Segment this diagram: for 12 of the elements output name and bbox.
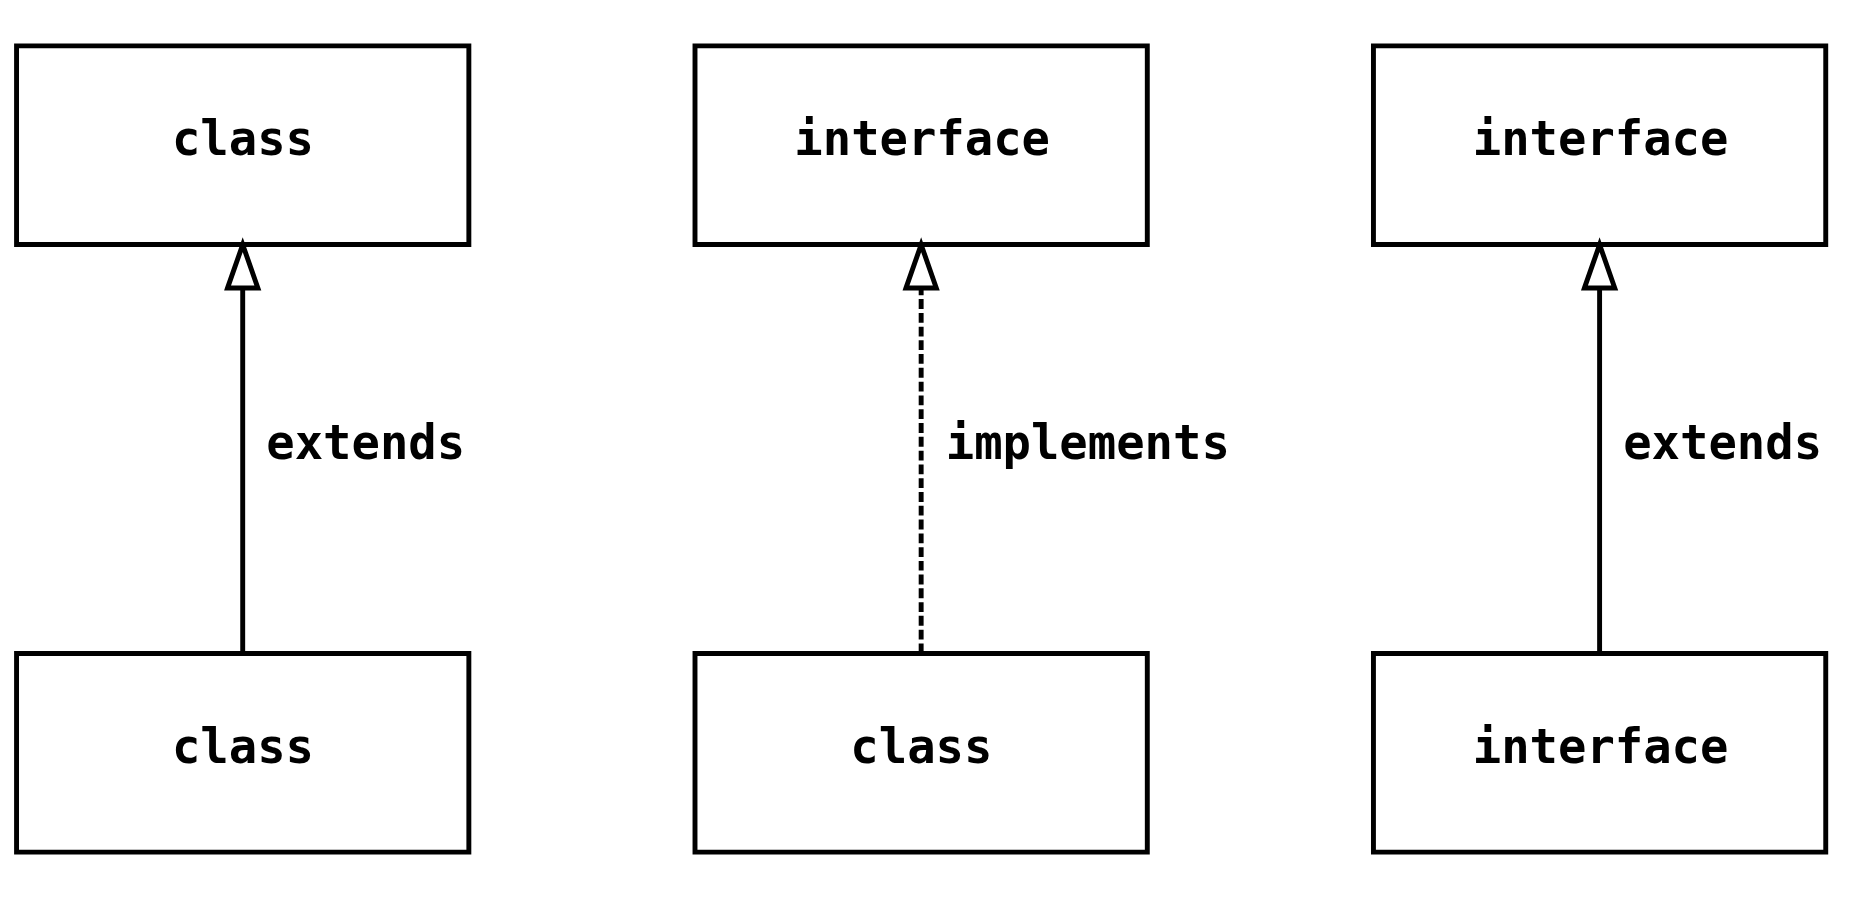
node-box: interface	[692, 42, 1150, 247]
node-box: interface	[1371, 650, 1829, 855]
arrow	[224, 236, 262, 653]
arrow	[1581, 236, 1619, 653]
arrow	[902, 236, 940, 653]
node-box: interface	[1371, 42, 1829, 247]
node-box: class	[14, 42, 472, 247]
edge-label: implements	[945, 414, 1230, 470]
edge-label: extends	[266, 414, 466, 470]
edge-label: extends	[1623, 414, 1823, 470]
node-box: class	[14, 650, 472, 855]
node-box: class	[692, 650, 1150, 855]
